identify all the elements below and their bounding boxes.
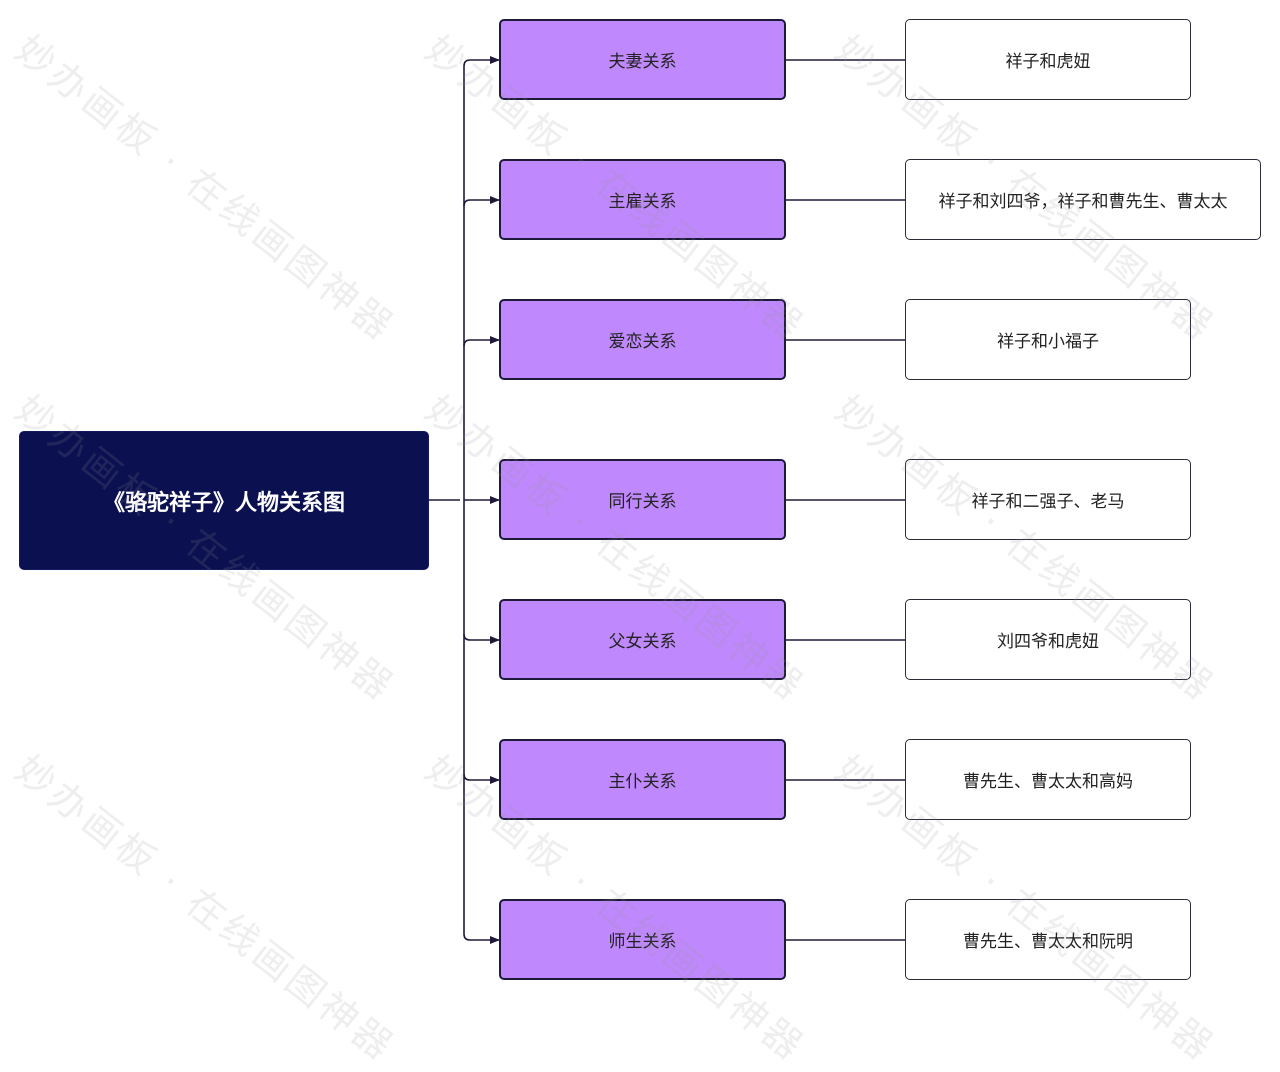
relation-node-spouse[interactable]: 夫妻关系 [499, 19, 786, 100]
root-node-title[interactable]: 《骆驼祥子》人物关系图 [19, 431, 429, 570]
people-node-spouse[interactable]: 祥子和虎妞 [905, 19, 1191, 100]
people-node-teacher-student[interactable]: 曹先生、曹太太和阮明 [905, 899, 1191, 980]
branch-arrow-4 [463, 633, 500, 644]
branch-arrow-6 [463, 933, 500, 944]
relation-node-love[interactable]: 爱恋关系 [499, 299, 786, 380]
branch-arrow-2 [463, 336, 500, 347]
people-node-love[interactable]: 祥子和小福子 [905, 299, 1191, 380]
relation-node-teacher-student[interactable]: 师生关系 [499, 899, 786, 980]
branch-arrow-5 [463, 773, 500, 784]
people-node-master-servant[interactable]: 曹先生、曹太太和高妈 [905, 739, 1191, 820]
people-node-peer[interactable]: 祥子和二强子、老马 [905, 459, 1191, 540]
people-node-employer[interactable]: 祥子和刘四爷，祥子和曹先生、曹太太 [905, 159, 1261, 240]
relation-node-peer[interactable]: 同行关系 [499, 459, 786, 540]
branch-arrow-0 [463, 56, 500, 67]
connector-lines [429, 56, 905, 944]
people-node-father-daughter[interactable]: 刘四爷和虎妞 [905, 599, 1191, 680]
relation-node-father-daughter[interactable]: 父女关系 [499, 599, 786, 680]
relationship-diagram: 《骆驼祥子》人物关系图 夫妻关系 主雇关系 爱恋关系 同行关系 父女关系 主仆关… [7, 19, 1261, 1070]
relation-node-master-servant[interactable]: 主仆关系 [499, 739, 786, 820]
relation-node-employer[interactable]: 主雇关系 [499, 159, 786, 240]
branch-arrow-1 [463, 196, 500, 207]
